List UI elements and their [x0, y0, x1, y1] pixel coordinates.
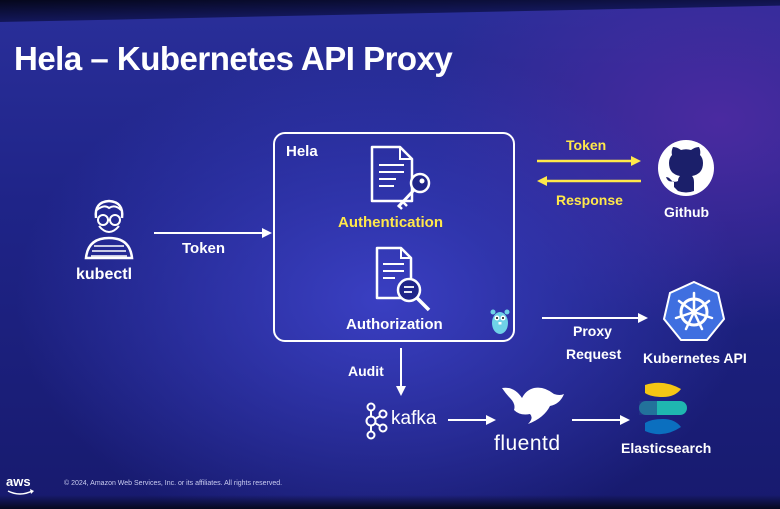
aws-smile-icon — [7, 489, 34, 495]
arrow-hela-to-kubernetes — [542, 313, 648, 323]
hela-label: Hela — [286, 143, 318, 160]
arrow-kubectl-to-hela — [154, 228, 272, 238]
kafka-icon — [365, 402, 388, 440]
document-key-icon — [370, 145, 431, 210]
kubernetes-icon — [662, 280, 726, 341]
elasticsearch-icon — [639, 382, 687, 435]
edge-token-github-label: Token — [566, 137, 607, 153]
copyright-text: © 2024, Amazon Web Services, Inc. or its… — [64, 480, 283, 487]
authentication-label: Authentication — [338, 214, 443, 231]
edge-proxy-label: Proxy — [573, 323, 612, 339]
kubernetes-api-label: Kubernetes API — [643, 350, 747, 366]
edge-response-label: Response — [556, 192, 623, 208]
developer-avatar-icon — [84, 199, 134, 260]
document-search-icon — [375, 246, 431, 312]
arrow-hela-to-github — [537, 156, 641, 166]
arrow-fluentd-to-elasticsearch — [572, 415, 630, 425]
fluentd-label: fluentd — [494, 432, 561, 455]
edge-audit-label: Audit — [348, 363, 384, 379]
kubectl-label: kubectl — [76, 266, 133, 283]
edge-request-label: Request — [566, 346, 622, 362]
authorization-label: Authorization — [346, 316, 443, 333]
github-label: Github — [664, 204, 710, 220]
github-icon — [658, 140, 714, 196]
hela-container — [273, 132, 515, 342]
edge-token-label: Token — [182, 240, 226, 257]
slide-title: Hela – Kubernetes API Proxy — [14, 40, 453, 77]
aws-logo: aws — [6, 474, 31, 489]
arrow-github-to-hela — [537, 176, 641, 186]
kafka-label: kafka — [391, 408, 437, 429]
gopher-icon — [490, 309, 510, 334]
arrow-kafka-to-fluentd — [448, 415, 496, 425]
arrow-hela-to-kafka — [396, 348, 406, 396]
elasticsearch-label: Elasticsearch — [621, 440, 712, 456]
bottom-shade — [0, 495, 780, 509]
fluentd-bird-icon — [502, 387, 564, 424]
